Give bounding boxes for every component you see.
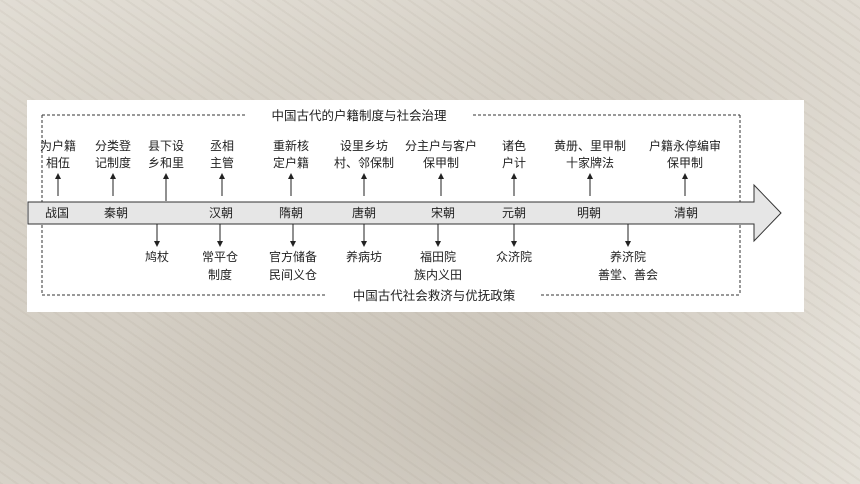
- top-label-line: 记制度: [95, 155, 131, 170]
- top-label-line: 分主户与客户: [405, 138, 477, 153]
- timeline-arrow: [27, 183, 782, 243]
- top-label-line: 分类登: [95, 138, 131, 153]
- top-label-line: 重新核: [273, 138, 309, 153]
- top-label-line: 十家牌法: [566, 155, 614, 170]
- dynasty-label: 明朝: [577, 206, 601, 220]
- top-label-group: 为户籍 相伍 分类登 记制度 县下设 乡和里 丞相 主管 重新核 定户籍 设里乡…: [40, 138, 721, 201]
- top-label-line: 保甲制: [667, 156, 703, 170]
- dynasty-labels: 战国 秦朝 汉朝 隋朝 唐朝 宋朝 元朝 明朝 清朝: [45, 205, 698, 220]
- bottom-label-line: 福田院: [420, 249, 456, 264]
- dynasty-label: 汉朝: [209, 206, 233, 220]
- top-title: 中国古代的户籍制度与社会治理: [271, 108, 447, 123]
- bottom-label-group: 鸠杖 常平仓 制度 官方储备 民间义仓 养病坊 福田院 族内义田 众济院 养济院…: [145, 224, 658, 282]
- dynasty-label: 隋朝: [279, 206, 303, 220]
- top-label-line: 户籍永停编审: [649, 138, 721, 153]
- bottom-label-line: 常平仓: [202, 250, 238, 264]
- top-label-line: 村、邻保制: [334, 156, 394, 170]
- dynasty-label: 元朝: [502, 206, 526, 220]
- top-label-line: 黄册、里甲制: [554, 139, 626, 153]
- bottom-label-line: 官方储备: [269, 249, 317, 264]
- timeline-diagram: 中国古代的户籍制度与社会治理 中国古代社会救济与优抚政策 战国 秦朝 汉朝 隋朝…: [27, 108, 782, 303]
- top-label-line: 设里乡坊: [340, 138, 388, 153]
- top-label-line: 主管: [210, 155, 234, 170]
- bottom-label-line: 善堂、善会: [598, 267, 658, 282]
- top-label-line: 户计: [502, 155, 526, 170]
- bottom-label-line: 众济院: [496, 249, 532, 264]
- top-label-line: 诸色: [502, 139, 526, 153]
- top-label-line: 乡和里: [148, 156, 184, 170]
- bottom-label-line: 族内义田: [414, 268, 462, 282]
- top-label-line: 相伍: [46, 156, 70, 170]
- dynasty-label: 清朝: [674, 206, 698, 220]
- bottom-label-line: 制度: [208, 267, 232, 282]
- top-label-line: 保甲制: [423, 156, 459, 170]
- dynasty-label: 宋朝: [431, 205, 455, 220]
- dynasty-label: 秦朝: [104, 206, 128, 220]
- bottom-label-line: 养病坊: [346, 249, 382, 264]
- bottom-title: 中国古代社会救济与优抚政策: [353, 288, 516, 303]
- top-label-line: 定户籍: [273, 155, 309, 170]
- top-label-line: 为户籍: [40, 138, 76, 153]
- bottom-label-line: 民间义仓: [269, 268, 317, 282]
- bottom-label-line: 鸠杖: [145, 249, 169, 264]
- diagram-card: 中国古代的户籍制度与社会治理 中国古代社会救济与优抚政策 战国 秦朝 汉朝 隋朝…: [27, 100, 804, 312]
- dynasty-label: 战国: [45, 206, 69, 220]
- top-label-line: 县下设: [148, 139, 184, 153]
- dynasty-label: 唐朝: [352, 205, 376, 220]
- top-label-line: 丞相: [210, 139, 234, 153]
- bottom-label-line: 养济院: [610, 249, 646, 264]
